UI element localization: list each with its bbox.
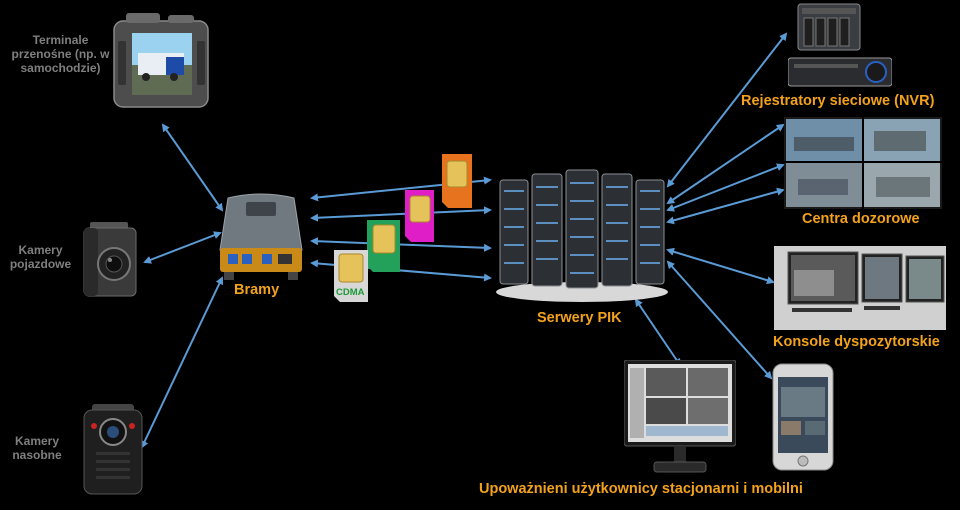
vehicle-camera-icon <box>83 222 137 297</box>
gateway-router-icon <box>219 193 303 280</box>
arrow-server-phone <box>666 260 773 380</box>
arrow-vehicle-cam-gateway <box>143 231 222 264</box>
rugged-tablet-icon <box>113 13 209 108</box>
arrow-server-consoles <box>666 247 775 285</box>
arrow-gateway-server-3 <box>310 237 492 252</box>
cdma-label: CDMA <box>336 287 365 298</box>
video-wall-icon <box>784 117 942 209</box>
arrow-terminal-gateway <box>161 123 224 212</box>
arrow-gateway-server-2 <box>310 206 492 222</box>
dispatch-console-icon <box>774 246 946 330</box>
terminals-label: Terminale przenośne (np. w samochodzie) <box>11 33 110 76</box>
body-camera-icon <box>83 404 143 495</box>
sim-cards <box>334 154 472 302</box>
arrow-body-cam-gateway <box>140 276 224 449</box>
servers-label: Serwery PIK <box>537 310 622 326</box>
server-racks-icon <box>496 169 668 302</box>
sim-card-magenta <box>405 190 434 242</box>
arrow-server-centers-2 <box>666 163 785 212</box>
arrow-server-desktop <box>634 298 682 367</box>
smartphone-icon <box>772 363 834 471</box>
sim-card-green <box>367 220 400 272</box>
sim-card-orange <box>442 154 472 208</box>
desktop-monitor-icon <box>624 360 736 473</box>
gateways-label: Bramy <box>234 282 280 298</box>
control-centers-label: Centra dozorowe <box>802 211 920 227</box>
sim-card-cdma <box>334 250 368 302</box>
dispatch-consoles-label: Konsole dyspozytorskie <box>773 334 940 350</box>
users-label: Upoważnieni użytkownicy stacjonarni i mo… <box>479 481 803 497</box>
nvr-label: Rejestratory sieciowe (NVR) <box>741 93 935 109</box>
body-cameras-label: Kamery nasobne <box>12 434 62 463</box>
vehicle-cameras-label: Kamery pojazdowe <box>9 243 72 272</box>
arrow-server-centers-3 <box>666 187 785 225</box>
nvr-recorder-icon <box>788 3 892 87</box>
